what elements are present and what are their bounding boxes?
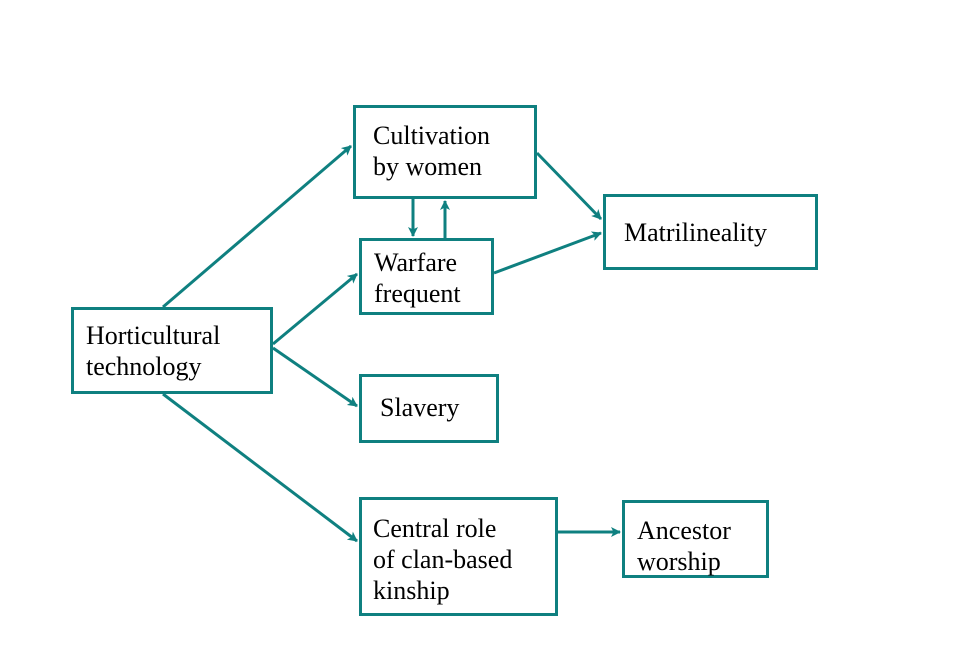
edge-cultivation-to-matrilineality bbox=[535, 151, 603, 221]
node-matrilineality: Matrilineality bbox=[603, 194, 818, 270]
node-central-role-of-clan-based-kinship: Central role of clan-based kinship bbox=[359, 497, 558, 616]
node-central-line-2: of clan-based bbox=[373, 545, 513, 574]
node-slavery: Slavery bbox=[359, 374, 499, 443]
node-ancestor-worship: Ancestor worship bbox=[622, 500, 769, 578]
node-horticultural-technology: Horticultural technology bbox=[71, 307, 273, 394]
node-central-line-1: Central role bbox=[373, 514, 497, 543]
node-ancestor-line-1: Ancestor bbox=[637, 516, 731, 545]
node-horticultural-line-1: Horticultural bbox=[86, 321, 221, 350]
node-warfare-frequent: Warfare frequent bbox=[359, 238, 494, 315]
node-central-line-3: kinship bbox=[373, 576, 450, 605]
node-matrilineality-line-1: Matrilineality bbox=[624, 218, 767, 247]
edge-horticultural-to-warfare bbox=[272, 272, 358, 346]
node-cultivation-by-women: Cultivation by women bbox=[353, 105, 537, 199]
edge-horticultural-to-central bbox=[162, 392, 358, 543]
node-warfare-line-1: Warfare bbox=[374, 248, 458, 277]
node-cultivation-line-2: by women bbox=[373, 152, 483, 181]
node-warfare-line-2: frequent bbox=[374, 279, 461, 308]
edge-horticultural-to-slavery bbox=[272, 346, 358, 408]
node-cultivation-line-1: Cultivation bbox=[373, 121, 490, 150]
node-horticultural-line-2: technology bbox=[86, 352, 202, 381]
edge-horticultural-to-cultivation bbox=[162, 144, 352, 309]
edge-warfare-to-matrilineality bbox=[493, 231, 602, 275]
node-ancestor-line-2: worship bbox=[637, 547, 721, 576]
node-slavery-line-1: Slavery bbox=[380, 393, 460, 422]
